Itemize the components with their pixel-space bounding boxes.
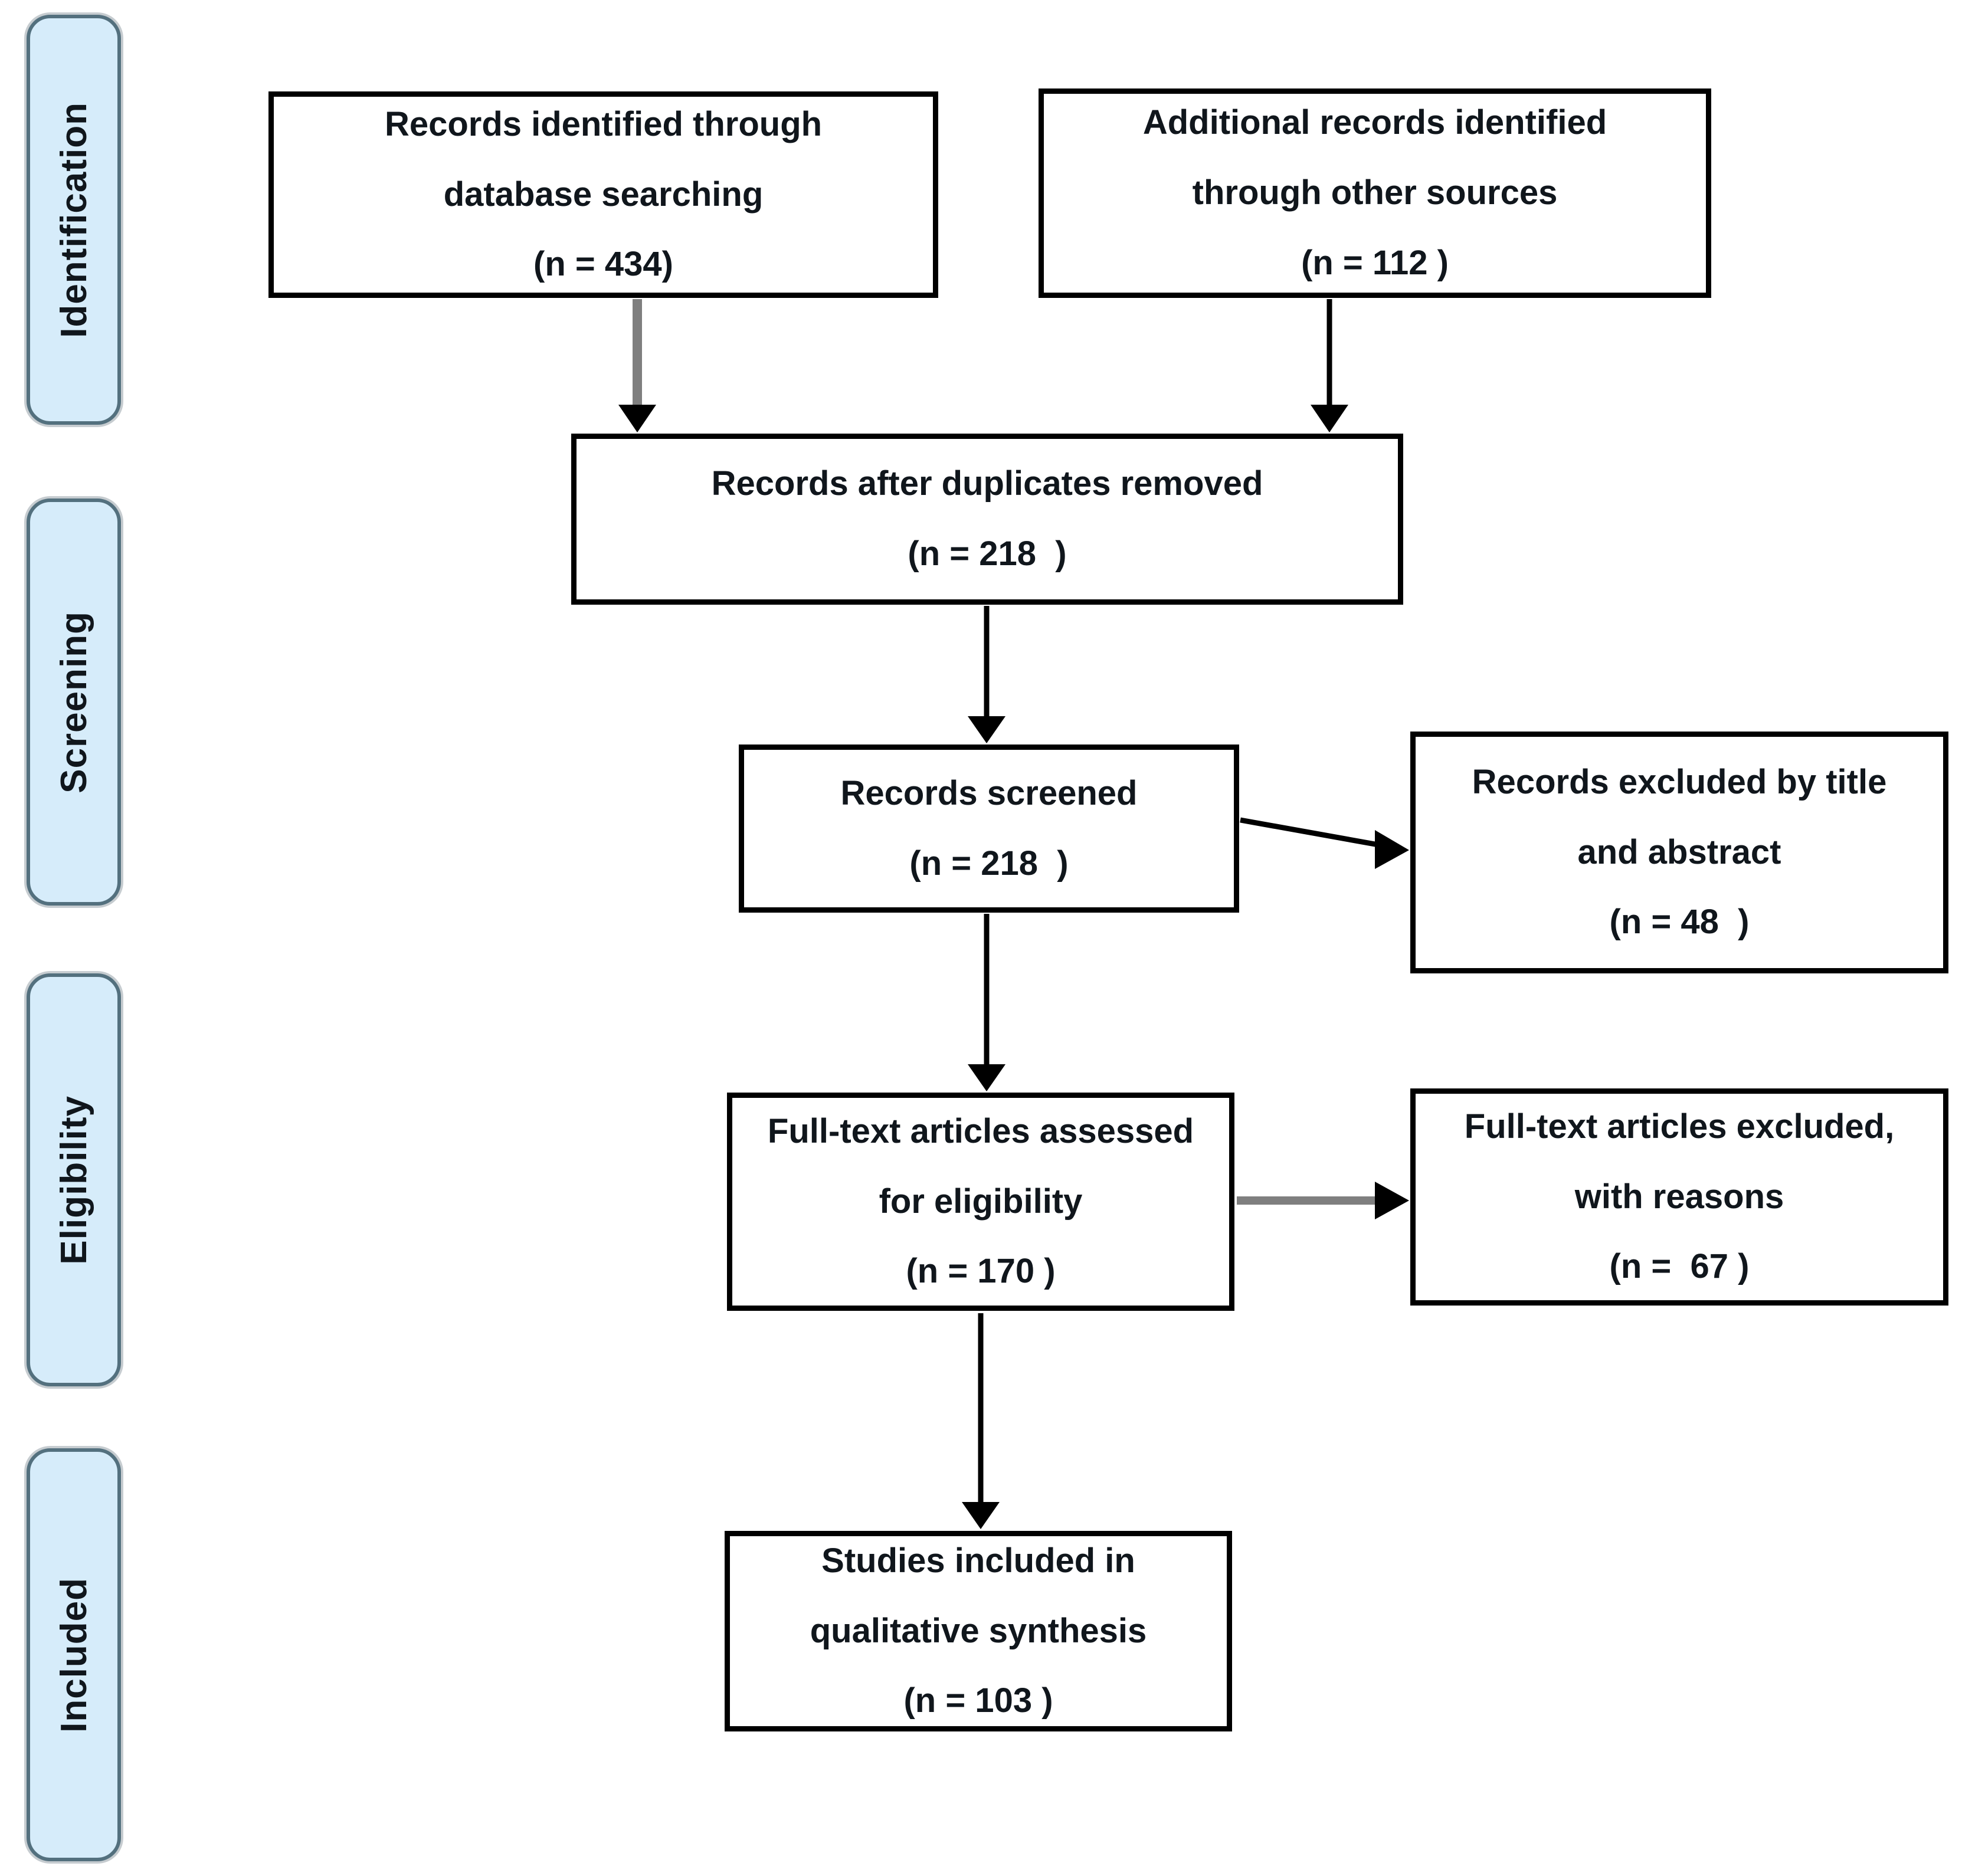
box-text: Records excluded by title (1472, 762, 1887, 801)
arrow-dedup-to-screened (968, 606, 1005, 743)
arrow-fulltext-to-included (962, 1313, 1000, 1529)
box-text: and abstract (1577, 832, 1781, 871)
box-text: Records screened (840, 773, 1138, 812)
box-text: with reasons (1574, 1177, 1784, 1216)
stage-included-label: Included (53, 1577, 94, 1733)
arrow-fulltext-to-excluded (1237, 1182, 1409, 1219)
box-text: for eligibility (879, 1182, 1083, 1221)
box-text: Full-text articles excluded, (1464, 1107, 1895, 1146)
box-additional-records: Additional records identified through ot… (1039, 88, 1711, 298)
stage-eligibility: Eligibility (27, 973, 121, 1386)
box-count: (n = 434) (533, 245, 673, 284)
box-excluded-title-abstract: Records excluded by title and abstract (… (1410, 732, 1948, 973)
box-text: database searching (443, 175, 764, 214)
box-records-identified: Records identified through database sear… (268, 91, 938, 298)
arrow-additional-to-dedup (1311, 299, 1348, 432)
box-fulltext-assessed: Full-text articles assessed for eligibil… (727, 1093, 1234, 1311)
box-duplicates-removed: Records after duplicates removed (n = 21… (571, 434, 1403, 605)
box-text: Studies included in (821, 1541, 1135, 1580)
stage-included: Included (27, 1448, 121, 1861)
box-fulltext-excluded: Full-text articles excluded, with reason… (1410, 1088, 1948, 1306)
box-text: qualitative synthesis (810, 1611, 1147, 1650)
arrow-screened-to-fulltext (968, 914, 1005, 1091)
stage-screening-label: Screening (53, 611, 94, 793)
arrow-screened-to-excluded (1240, 817, 1409, 869)
box-text: Additional records identified (1142, 103, 1607, 142)
box-records-screened: Records screened (n = 218 ) (739, 745, 1239, 913)
box-studies-included: Studies included in qualitative synthesi… (725, 1531, 1232, 1731)
box-count: (n = 103 ) (903, 1681, 1053, 1720)
stage-screening: Screening (27, 498, 121, 906)
stage-identification-label: Identification (53, 101, 94, 338)
box-text: through other sources (1192, 173, 1558, 212)
arrow-identified-to-dedup (618, 299, 656, 432)
box-text: Records after duplicates removed (711, 464, 1263, 503)
box-count: (n = 218 ) (909, 844, 1069, 883)
box-count: (n = 218 ) (908, 534, 1067, 573)
box-count: (n = 48 ) (1609, 903, 1750, 942)
box-count: (n = 112 ) (1301, 243, 1449, 282)
stage-eligibility-label: Eligibility (53, 1095, 94, 1265)
box-count: (n = 67 ) (1609, 1247, 1750, 1286)
box-count: (n = 170 ) (906, 1252, 1056, 1291)
box-text: Full-text articles assessed (767, 1111, 1194, 1150)
box-text: Records identified through (384, 104, 823, 143)
stage-identification: Identification (27, 15, 121, 425)
